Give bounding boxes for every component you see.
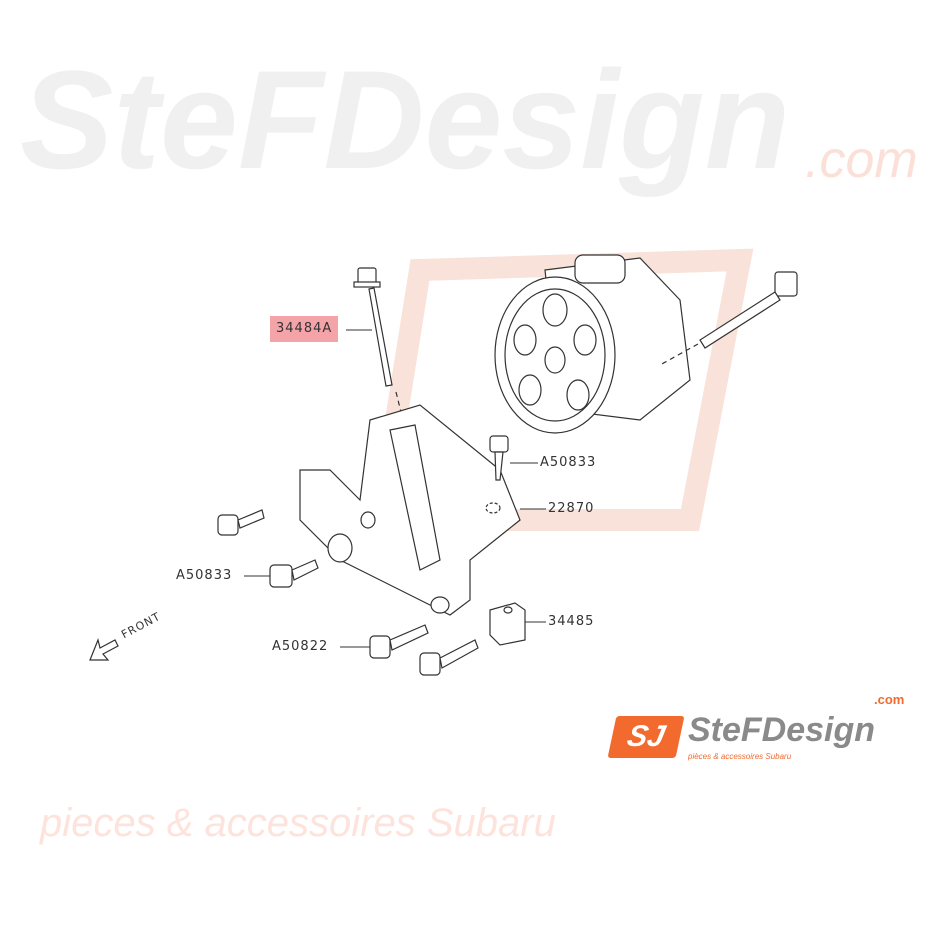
callout-34484a[interactable]: 34484A <box>270 316 339 342</box>
callout-a50833-lower[interactable]: A50833 <box>176 568 233 583</box>
callout-a50822[interactable]: A50822 <box>272 639 329 654</box>
spacer-34485 <box>489 602 526 646</box>
bolt-left <box>217 509 265 536</box>
bracket-22870 <box>299 404 521 616</box>
callout-22870[interactable]: 22870 <box>548 501 595 516</box>
bolt-34484a <box>353 267 404 421</box>
watermark-brand: SteFDesign <box>20 41 791 198</box>
callout-a50833-upper[interactable]: A50833 <box>540 455 597 470</box>
watermark-domain: .com <box>805 131 918 189</box>
logo-brand: SteFDesign <box>688 711 876 749</box>
logo-monogram: SJ <box>607 716 685 758</box>
bolt-pump-long <box>659 271 798 366</box>
bolt-a50822 <box>369 624 429 659</box>
bolt-a50833-lower <box>269 559 319 588</box>
callout-34485[interactable]: 34485 <box>548 614 595 629</box>
bolt-a50833-upper <box>489 435 509 481</box>
logo-domain: .com <box>874 692 905 707</box>
power-steering-pump <box>494 254 691 434</box>
stefdesign-logo: SJ SteFDesign .com pièces & accessoires … <box>607 692 922 768</box>
front-arrow-icon <box>89 638 119 661</box>
logo-tagline: pièces & accessoires Subaru <box>688 752 792 761</box>
bolt-bottom <box>419 639 479 676</box>
watermark-tagline: pieces & accessoires Subaru <box>40 801 556 845</box>
